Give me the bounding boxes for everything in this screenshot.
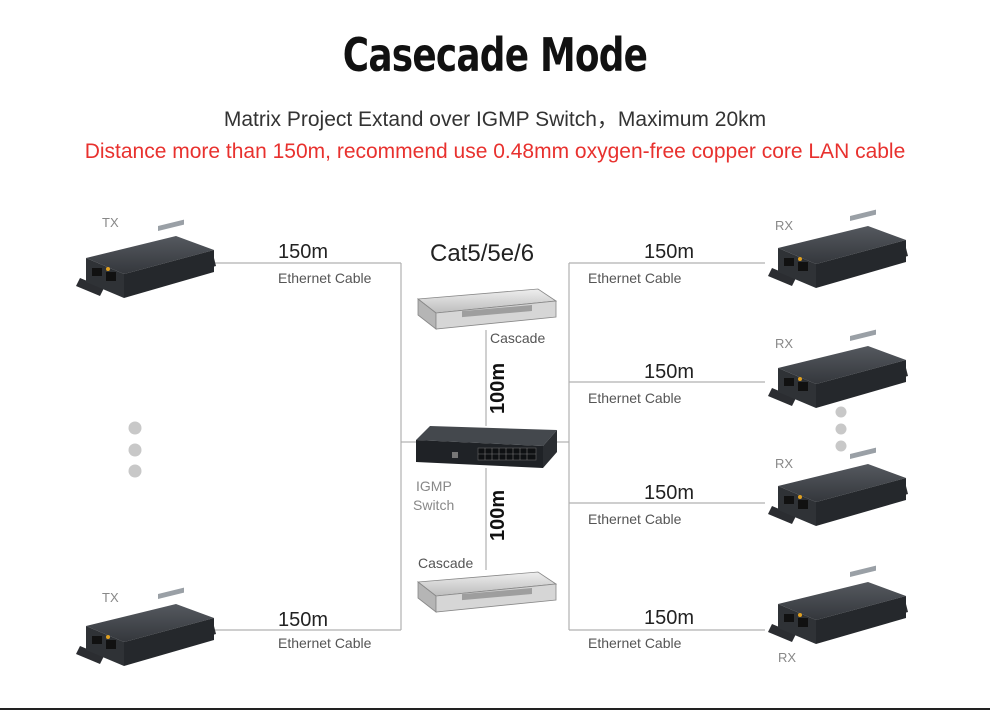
igmp-switch [416, 426, 557, 468]
rx-label: RX [775, 336, 794, 351]
tx-extender-device [76, 219, 216, 298]
switch-label-line1: IGMP [416, 478, 452, 494]
tx-label: TX [102, 215, 119, 230]
link-distance: 150m [644, 361, 695, 383]
link-cable-label: Ethernet Cable [588, 270, 682, 286]
bottom-divider [0, 708, 990, 710]
link-cable-label: Ethernet Cable [588, 390, 682, 406]
cascade-label-top: Cascade [490, 330, 546, 346]
more-devices-indicator [128, 406, 847, 478]
tx-label: TX [102, 590, 119, 605]
link-cable-label: Ethernet Cable [278, 270, 372, 286]
link-distance: 150m [644, 241, 695, 263]
connection-lines [214, 262, 765, 631]
cascade-switch-bottom [417, 571, 557, 613]
cable-type-label: Cat5/5e/6 [430, 240, 535, 267]
link-cable-label: Ethernet Cable [278, 635, 372, 651]
rx-label: RX [775, 456, 794, 471]
switch-label-line2: Switch [413, 497, 455, 513]
link-cable-label: Ethernet Cable [588, 511, 682, 527]
rx-extender-device [768, 565, 908, 644]
cable-warning: Distance more than 150m, recommend use 0… [84, 140, 906, 163]
cascade-label-bottom: Cascade [418, 555, 474, 571]
page-title: Casecade Mode [342, 28, 648, 82]
uplink-distance-bottom: 100m [487, 489, 509, 541]
link-distance: 150m [278, 241, 329, 263]
link-distance: 150m [278, 609, 329, 631]
link-cable-label: Ethernet Cable [588, 635, 682, 651]
cascade-switch-top [417, 288, 557, 330]
rx-label: RX [778, 650, 797, 665]
uplink-distance-top: 100m [487, 362, 509, 414]
tx-extender-device [76, 587, 216, 666]
link-distance: 150m [644, 607, 695, 629]
link-distance: 150m [644, 482, 695, 504]
page-subtitle: Matrix Project Extand over IGMP Switch，M… [223, 108, 767, 131]
rx-label: RX [775, 218, 794, 233]
